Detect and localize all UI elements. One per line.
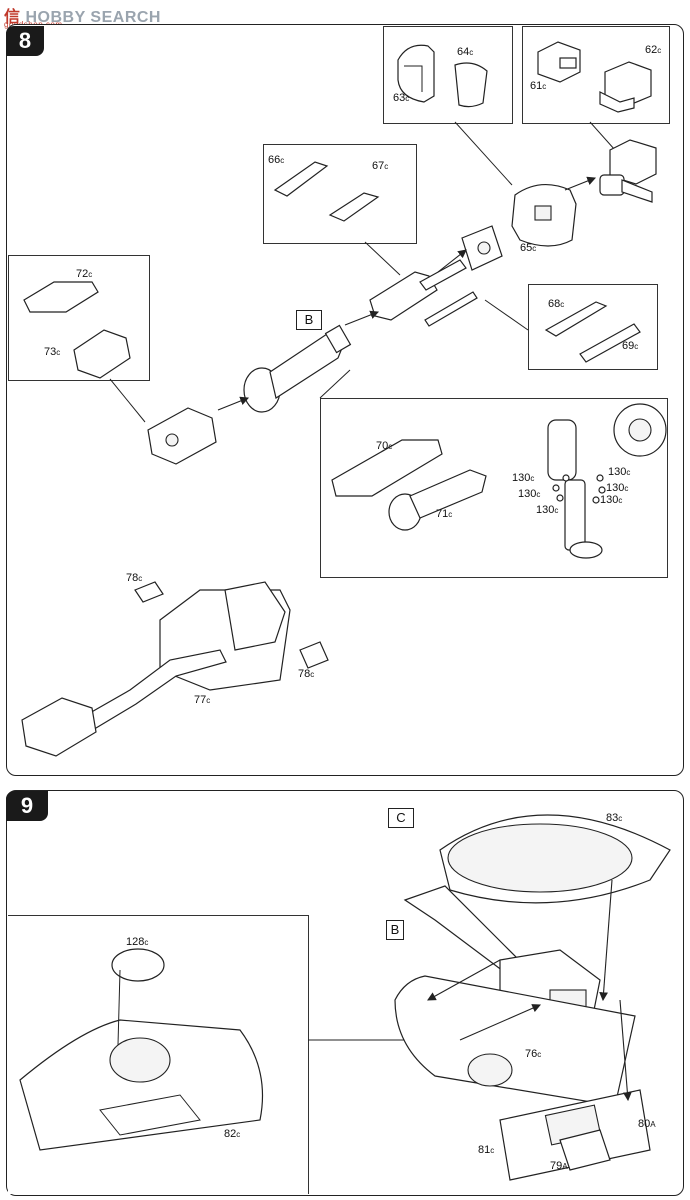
label-66: 66c bbox=[268, 154, 285, 166]
part-68 bbox=[544, 301, 608, 337]
label-73: 73c bbox=[44, 346, 61, 358]
label-76: 76c bbox=[525, 1048, 542, 1060]
step-9-number: 9 bbox=[20, 793, 34, 818]
label-70: 70c bbox=[376, 440, 393, 452]
part-recoil-plate bbox=[461, 225, 503, 271]
part-82-base bbox=[19, 1019, 263, 1151]
part-flange bbox=[613, 403, 667, 457]
label-79: 79A bbox=[550, 1160, 568, 1172]
part-66 bbox=[273, 161, 329, 197]
part-78-right bbox=[299, 641, 329, 669]
label-83: 83c bbox=[606, 812, 623, 824]
label-71: 71c bbox=[436, 508, 453, 520]
part-muzzle-brake bbox=[147, 407, 217, 465]
assembly-arrows bbox=[217, 176, 597, 411]
part-83-turret-ring bbox=[439, 814, 671, 904]
watermark-search: SEARCH bbox=[90, 9, 161, 26]
label-77: 77c bbox=[194, 694, 211, 706]
part-78-left bbox=[134, 581, 164, 603]
label-65: 65c bbox=[520, 242, 537, 254]
part-gun-barrel-assembled bbox=[21, 649, 227, 757]
label-82: 82c bbox=[224, 1128, 241, 1140]
label-130-e: 130c bbox=[606, 482, 629, 494]
part-61 bbox=[537, 41, 581, 83]
part-65 bbox=[511, 184, 577, 247]
bolts-130 bbox=[552, 474, 606, 504]
part-62 bbox=[599, 61, 652, 113]
label-130-f: 130c bbox=[600, 494, 623, 506]
label-130-a: 130c bbox=[512, 472, 535, 484]
label-62: 62c bbox=[645, 44, 662, 56]
part-63 bbox=[397, 44, 435, 103]
part-barrel-upright bbox=[547, 419, 603, 559]
label-78-right: 78c bbox=[298, 668, 315, 680]
part-rod bbox=[424, 291, 478, 327]
part-barrel bbox=[243, 324, 352, 413]
part-mantlet-lower bbox=[394, 975, 636, 1107]
label-61: 61c bbox=[530, 80, 547, 92]
callout-b-step9: B bbox=[386, 920, 404, 940]
label-130-c: 130c bbox=[536, 504, 559, 516]
part-64 bbox=[454, 62, 488, 108]
step-9-badge: 9 bbox=[6, 791, 48, 821]
callout-c-step9: C bbox=[388, 808, 414, 828]
part-69 bbox=[579, 323, 641, 363]
label-64: 64c bbox=[457, 46, 474, 58]
part-79-80 bbox=[559, 1129, 611, 1171]
label-80: 80A bbox=[638, 1118, 656, 1130]
part-73 bbox=[73, 329, 131, 379]
part-70 bbox=[331, 439, 443, 497]
step-8-badge: 8 bbox=[6, 26, 44, 56]
part-72 bbox=[23, 281, 99, 313]
label-69: 69c bbox=[622, 340, 639, 352]
part-71 bbox=[388, 469, 487, 531]
callout-b-step8: B bbox=[296, 310, 322, 330]
label-67: 67c bbox=[372, 160, 389, 172]
watermark-hobby: HOBBY bbox=[25, 9, 86, 26]
step-8-number: 8 bbox=[18, 28, 32, 53]
step-9-arrows bbox=[427, 879, 632, 1102]
label-68: 68c bbox=[548, 298, 565, 310]
leader-lines bbox=[109, 121, 616, 1041]
label-63: 63c bbox=[393, 92, 410, 104]
part-128 bbox=[111, 948, 165, 1046]
label-72: 72c bbox=[76, 268, 93, 280]
label-81: 81c bbox=[478, 1144, 495, 1156]
label-130-d: 130c bbox=[608, 466, 631, 478]
label-128: 128c bbox=[126, 936, 149, 948]
part-67 bbox=[328, 192, 380, 222]
watermark-cn: 信 bbox=[4, 9, 21, 26]
label-78-left: 78c bbox=[126, 572, 143, 584]
label-130-b: 130c bbox=[518, 488, 541, 500]
part-trunnion-assembly bbox=[599, 139, 657, 203]
